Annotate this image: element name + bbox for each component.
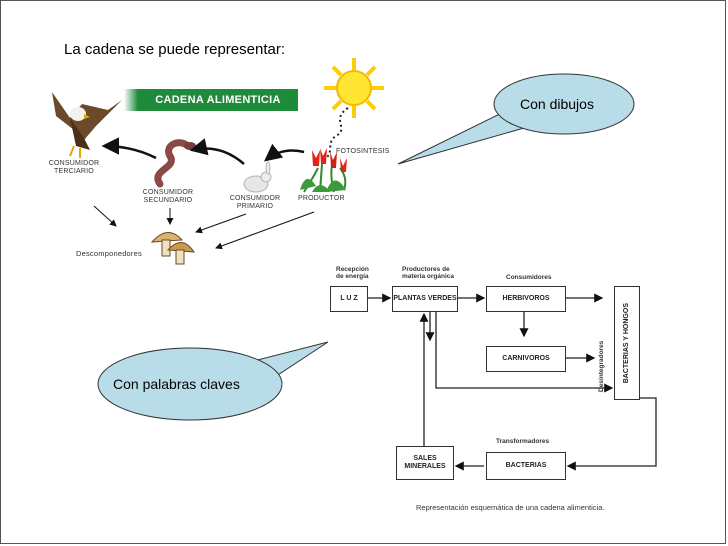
scheme-transformers-heading: Transformadores: [496, 438, 550, 445]
callout-keywords: [97, 341, 329, 421]
snake-icon: [154, 139, 196, 188]
callout-drawings: [397, 73, 635, 165]
scheme-carnivores-box: CARNIVOROS: [486, 346, 566, 372]
scheme-bacteria-fungi-box: BACTERIAS Y HONGOS: [614, 286, 640, 400]
scheme-plants-box: PLANTAS VERDES: [392, 286, 458, 312]
eagle-icon: [52, 92, 122, 158]
sun-icon: [324, 58, 384, 118]
scheme-consumers-heading: Consumidores: [506, 274, 552, 281]
scheme-arrows: [368, 293, 657, 471]
tulips-icon: [300, 148, 347, 193]
decomposer-arrows: [93, 205, 315, 250]
mushrooms-icon: [150, 232, 195, 265]
food-chain-arrows: [101, 137, 305, 165]
food-chain-title: CADENA ALIMENTICIA: [124, 89, 298, 111]
photosynthesis-path: [325, 107, 349, 159]
producer-label: PRODUCTOR: [298, 195, 345, 202]
scheme-light-box: L U Z: [330, 286, 368, 312]
rabbit-icon: [243, 161, 272, 193]
scheme-disintegrators-label: Desintegradores: [598, 340, 605, 392]
scheme-herbivores-box: HERBIVOROS: [486, 286, 566, 312]
callout-keywords-text: Con palabras claves: [113, 376, 240, 392]
scheme-caption: Representación esquemática de una cadena…: [416, 503, 605, 512]
decomposers-label: Descomponedores: [76, 249, 142, 258]
scheme-bacteria-box: BACTERIAS: [486, 452, 566, 480]
slide-heading: La cadena se puede representar:: [64, 41, 285, 58]
photosynthesis-label: FOTOSINTESIS: [336, 148, 390, 155]
callout-drawings-text: Con dibujos: [520, 96, 594, 112]
